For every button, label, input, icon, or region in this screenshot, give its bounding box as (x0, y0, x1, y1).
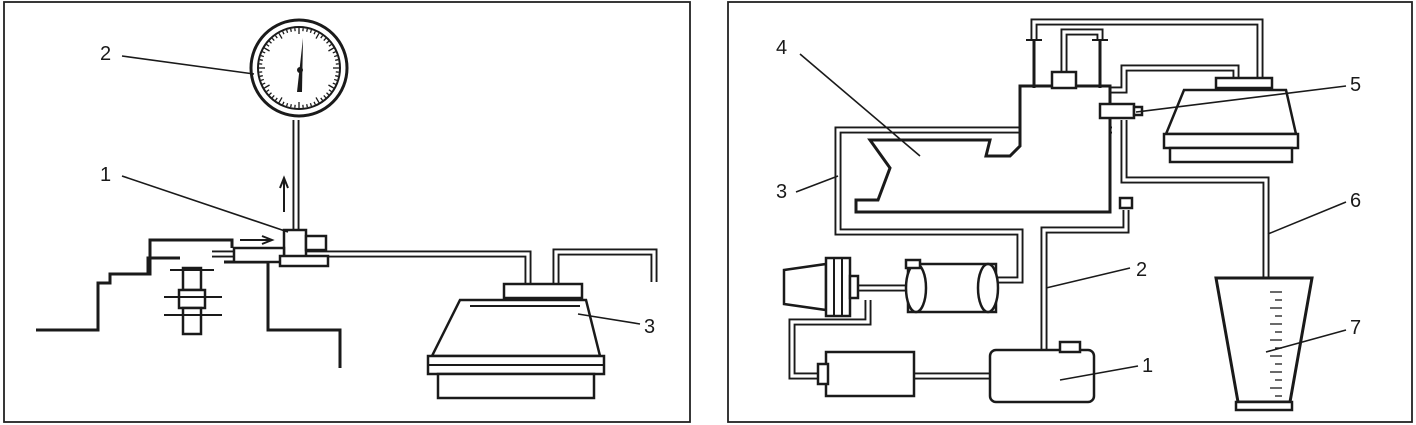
gauge-tick (332, 51, 336, 54)
gauge-tick (259, 75, 263, 77)
gauge-needle (297, 38, 303, 92)
gauge-tick (286, 102, 289, 107)
fuel-filter (904, 258, 1000, 314)
gauge-tick (323, 95, 327, 99)
measuring-beaker (1214, 276, 1314, 412)
gauge-tick (290, 28, 292, 32)
engine-outline (36, 238, 234, 332)
gauge-tick (266, 89, 270, 93)
callout-right-6: 6 (1350, 190, 1361, 212)
gauge-tick (315, 33, 320, 39)
right-panel: 4 5 3 6 2 7 1 (727, 1, 1413, 423)
fuel-lines-right (788, 18, 1270, 380)
gauge-tick (264, 47, 270, 52)
gauge-tick (328, 84, 334, 89)
fuel-tank (988, 340, 1096, 404)
gauge-tick (332, 82, 336, 85)
injector (164, 266, 222, 336)
gauge-ticks (259, 28, 339, 108)
engine-outline-step (146, 256, 180, 274)
gauge-tick (278, 33, 283, 39)
pre-filter (816, 350, 916, 398)
gauge-tick (282, 31, 285, 35)
callout-right-5: 5 (1350, 74, 1361, 96)
gauge-tick (320, 97, 324, 101)
injector-leads (1026, 39, 1108, 88)
leader-right-5 (1135, 85, 1347, 113)
leader-right-3 (795, 175, 839, 193)
callout-left-2: 2 (100, 43, 111, 65)
gauge-tick (290, 104, 292, 108)
fuel-sender-unit (1162, 76, 1300, 164)
gauge-tick (278, 97, 283, 103)
leader-right-2 (1045, 267, 1131, 289)
leader-left-3 (577, 313, 641, 325)
gauge-tick (260, 78, 265, 81)
gauge-tick (262, 82, 266, 85)
gauge-tick (259, 59, 263, 61)
gauge-tick (335, 75, 339, 77)
leader-left-2 (121, 55, 255, 75)
callout-right-3: 3 (776, 181, 787, 203)
callout-left-1: 1 (100, 164, 111, 186)
leader-right-6 (1267, 201, 1347, 235)
gauge-tick (264, 84, 270, 89)
callout-right-4: 4 (776, 37, 787, 59)
gauge-tick (262, 51, 266, 54)
gauge-tick (320, 35, 324, 39)
gauge-tick (274, 35, 278, 39)
gauge-tick (309, 29, 312, 34)
fuel-pump-unit (426, 282, 606, 400)
gauge-tick (274, 97, 278, 101)
gauge-tick (271, 95, 275, 99)
leader-right-1 (1059, 365, 1139, 381)
gauge-tick (326, 92, 330, 96)
beaker-ticks (1270, 291, 1282, 397)
gauge-tick (309, 102, 312, 107)
gauge-tick (260, 55, 265, 58)
callout-right-2: 2 (1136, 259, 1147, 281)
gauge-tick (313, 31, 316, 35)
callout-left-3: 3 (644, 316, 655, 338)
leader-left-1 (121, 175, 289, 233)
fuel-rail (854, 70, 1112, 214)
tee-fitting (232, 228, 330, 268)
gauge-tick (323, 37, 327, 41)
gauge-tick (306, 104, 308, 108)
gauge-tick (268, 40, 272, 44)
gauge-tick (328, 43, 332, 47)
flow-arrows (240, 175, 289, 245)
left-panel: 2 1 3 (3, 1, 691, 423)
gauge-tick (271, 37, 275, 41)
gauge-tick (306, 28, 308, 32)
gauge-tick (328, 47, 334, 52)
callout-right-7: 7 (1350, 317, 1361, 339)
pressure-gauge (249, 18, 349, 118)
gauge-tick (328, 89, 332, 93)
gauge-tick (266, 43, 270, 47)
electric-fuel-pump (782, 256, 860, 318)
gauge-tick (335, 59, 339, 61)
callout-right-1: 1 (1142, 355, 1153, 377)
gauge-tick (333, 55, 338, 58)
gauge-tick (268, 92, 272, 96)
gauge-tick (282, 101, 285, 105)
gauge-tick (333, 78, 338, 81)
leader-right-7 (1265, 329, 1347, 353)
gauge-tick (326, 40, 330, 44)
gauge-tick (315, 97, 320, 103)
gauge-tick (286, 29, 289, 34)
gauge-tick (313, 101, 316, 105)
leader-right-4 (799, 53, 921, 157)
